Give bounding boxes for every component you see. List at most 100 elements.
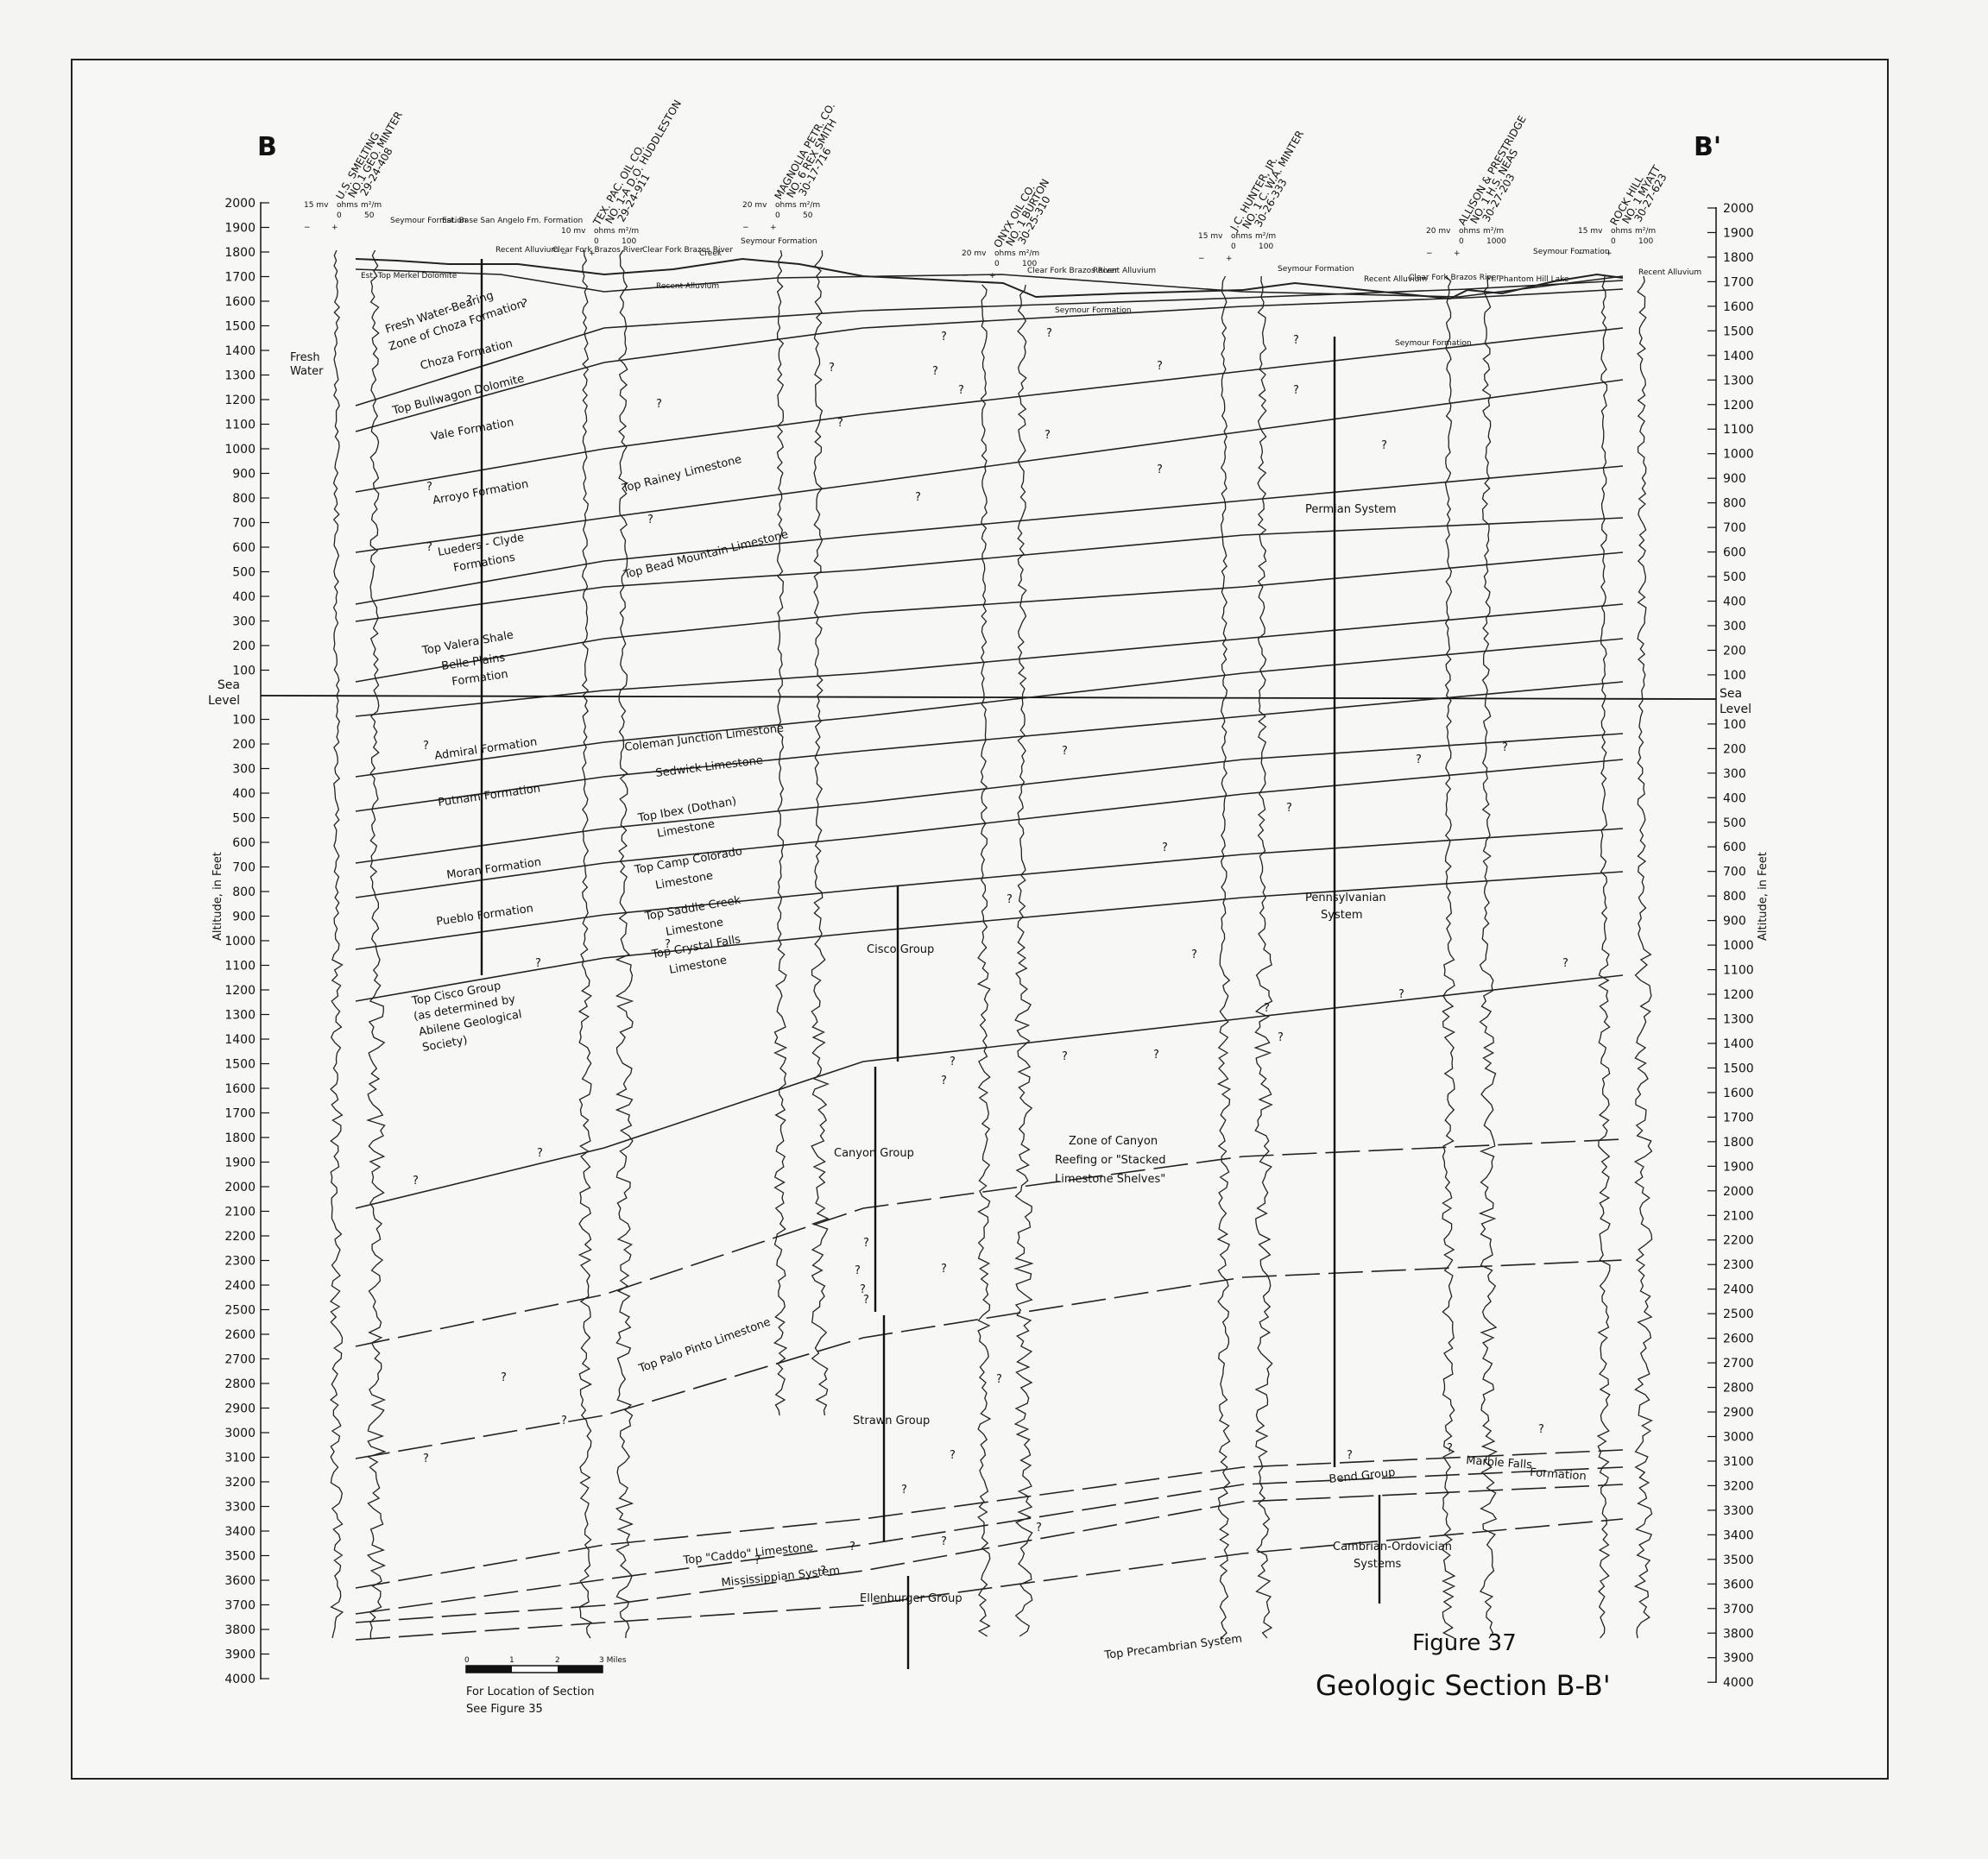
axis-tick-label: 3100 bbox=[1723, 1455, 1754, 1469]
scale-bar: 0 1 2 3 Miles For Location of Section Se… bbox=[464, 1656, 627, 1716]
axis-tick-label: 500 bbox=[1723, 570, 1746, 584]
res-scale-max: 100 bbox=[622, 237, 636, 246]
query-mark: ? bbox=[665, 938, 671, 951]
res-scale-max: 50 bbox=[803, 211, 813, 220]
surface-label: Ft. Phantom Hill Lake bbox=[1486, 275, 1569, 284]
surface-label: Est. Top Merkel Dolomite bbox=[361, 272, 458, 280]
axis-tick-label: 800 bbox=[232, 492, 256, 506]
axis-tick-label: 3900 bbox=[224, 1648, 256, 1662]
correlation-line bbox=[355, 1449, 1624, 1589]
sp-minus: − bbox=[962, 272, 969, 280]
correlation-lines bbox=[260, 268, 1717, 1641]
query-mark: ? bbox=[1046, 327, 1052, 340]
correlation-line bbox=[355, 1466, 1624, 1615]
axis-tick-label: 900 bbox=[1723, 915, 1746, 929]
precambrian-label: Top Precambrian System bbox=[1103, 1633, 1243, 1663]
axis-tick-label: 3500 bbox=[1723, 1553, 1754, 1567]
sedwick-label: Sedwick Limestone bbox=[655, 754, 764, 780]
axis-tick-label: 1800 bbox=[1723, 251, 1754, 265]
axis-tick-label: 2000 bbox=[1723, 202, 1754, 216]
axis-tick-label: 2200 bbox=[224, 1230, 256, 1244]
sp-plus: + bbox=[770, 224, 777, 232]
axis-tick-label: 1700 bbox=[224, 271, 256, 285]
axis-tick-label: 1200 bbox=[1723, 399, 1754, 413]
belle-plains-label: Formation bbox=[451, 668, 508, 689]
query-mark: ? bbox=[1062, 1050, 1068, 1063]
axis-tick-label: 500 bbox=[1723, 816, 1746, 830]
surface-labels: Seymour Formation Est. Base San Angelo F… bbox=[361, 217, 1701, 348]
axis-tick-label: 700 bbox=[232, 517, 256, 531]
axis-tick-label: 700 bbox=[1723, 866, 1746, 879]
axis-tick-label: 2600 bbox=[224, 1328, 256, 1342]
query-mark: ? bbox=[1416, 753, 1422, 766]
resistivity-log-curve bbox=[1013, 284, 1034, 1637]
correlation-line bbox=[355, 1259, 1624, 1459]
axis-tick-label: 2700 bbox=[224, 1353, 256, 1367]
axis-tick-label: 3700 bbox=[224, 1599, 256, 1613]
correlation-line bbox=[355, 280, 1624, 406]
res-scale-min: 0 bbox=[1611, 237, 1616, 246]
sp-scale: 15 mv bbox=[304, 201, 329, 210]
resistivity-log-curve bbox=[811, 249, 830, 1416]
surface-label: Seymour Formation bbox=[390, 217, 467, 225]
query-mark: ? bbox=[863, 1237, 869, 1250]
axis-tick-label: 1600 bbox=[224, 295, 256, 309]
axis-tick-label: 2000 bbox=[224, 197, 256, 211]
res-scale-min: 0 bbox=[1231, 243, 1236, 251]
axis-tick-label: 1900 bbox=[224, 1156, 256, 1170]
res-scale-min: 0 bbox=[775, 211, 780, 220]
res-scale-max: 100 bbox=[1259, 243, 1273, 251]
surface-label: Recent Alluvium bbox=[1364, 275, 1427, 284]
marble-falls-label: Formation bbox=[1530, 1466, 1587, 1484]
axis-tick-label: 1800 bbox=[224, 246, 256, 260]
axis-tick-label: 100 bbox=[232, 665, 256, 678]
query-mark: ? bbox=[855, 1264, 861, 1277]
axis-tick-label: 1300 bbox=[1723, 1013, 1754, 1027]
query-mark: ? bbox=[863, 1294, 869, 1307]
caddo-label: Top "Caddo" Limestone bbox=[682, 1541, 814, 1567]
saddle-creek-label: Limestone bbox=[665, 916, 724, 939]
axis-tick-label: 2200 bbox=[1723, 1234, 1754, 1248]
query-mark: ? bbox=[1538, 1423, 1544, 1436]
query-mark: ? bbox=[1286, 802, 1292, 815]
sp-plus: + bbox=[989, 272, 996, 280]
correlation-line bbox=[355, 1484, 1624, 1623]
axis-tick-label: 1300 bbox=[224, 369, 256, 383]
sp-log-curve bbox=[773, 249, 788, 1416]
axis-tick-label: 1900 bbox=[1723, 226, 1754, 240]
query-mark: ? bbox=[941, 1535, 947, 1548]
res-unit: m²/m bbox=[1635, 227, 1656, 236]
axis-tick-label: 1000 bbox=[1723, 939, 1754, 953]
formation-labels: Fresh Water Fresh Water-Bearing Zone of … bbox=[290, 289, 1587, 1662]
choza-label: Choza Formation bbox=[419, 337, 514, 373]
res-unit: m²/m bbox=[799, 201, 820, 210]
scale-tick-3: 3 Miles bbox=[599, 1656, 627, 1665]
axis-tick-label: 3400 bbox=[1723, 1528, 1754, 1542]
correlation-line bbox=[355, 638, 1624, 778]
sp-minus: − bbox=[1578, 249, 1585, 258]
axis-tick-label: 200 bbox=[1723, 644, 1746, 658]
query-mark: ? bbox=[941, 1263, 947, 1276]
axis-label-left: Altitude, in Feet bbox=[211, 852, 224, 941]
query-mark: ? bbox=[829, 362, 835, 375]
query-mark: ? bbox=[1157, 463, 1163, 476]
axis-tick-label: 800 bbox=[1723, 890, 1746, 904]
query-mark: ? bbox=[1293, 334, 1299, 347]
axis-tick-label: 1000 bbox=[224, 443, 256, 457]
res-unit: ohms bbox=[1611, 227, 1632, 236]
sp-scale: 15 mv bbox=[1198, 232, 1223, 241]
query-mark: ? bbox=[941, 1074, 947, 1087]
axis-tick-label: 800 bbox=[232, 885, 256, 899]
query-mark: ? bbox=[941, 331, 947, 343]
scale-note-1: For Location of Section bbox=[466, 1686, 595, 1698]
query-mark: ? bbox=[1347, 1449, 1353, 1462]
pennsylvanian-label: System bbox=[1321, 909, 1362, 922]
sea-level-label-right-2: Level bbox=[1720, 703, 1751, 716]
axis-tick-label: 3600 bbox=[1723, 1578, 1754, 1591]
query-mark: ? bbox=[950, 1056, 956, 1068]
sp-plus: + bbox=[1226, 255, 1233, 263]
res-scale-min: 0 bbox=[1459, 237, 1464, 246]
sea-level-label-left-1: Sea bbox=[218, 678, 240, 692]
correlation-line bbox=[355, 681, 1624, 812]
